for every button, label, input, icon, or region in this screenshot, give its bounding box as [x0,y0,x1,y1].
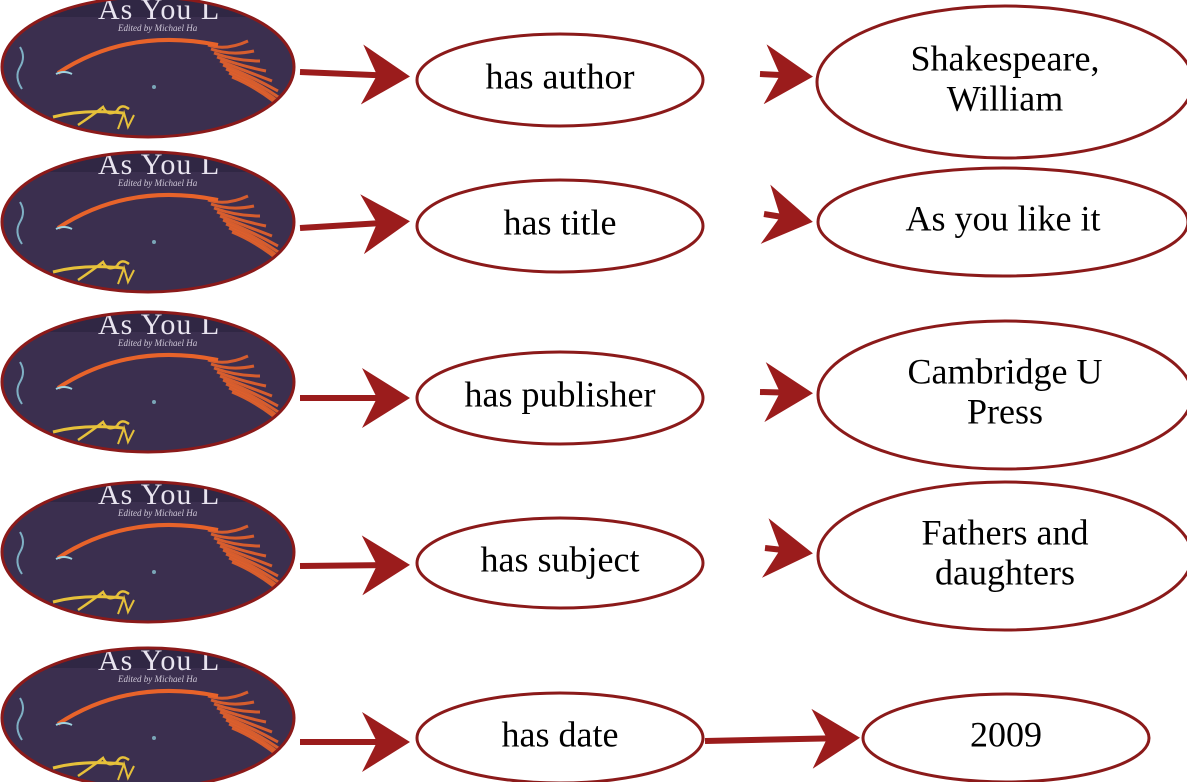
predicate-to-object-arrow [760,184,813,244]
predicate-to-object-arrow [761,518,813,578]
cover-subtitle-text: Edited by Michael Ha [117,23,198,33]
cover-subtitle-text: Edited by Michael Ha [117,178,198,188]
predicate-node: has title [415,178,705,274]
predicate-node: has author [415,32,705,128]
predicate-label: has title [504,202,617,242]
cover-subtitle-text: Edited by Michael Ha [117,674,198,684]
cover-subtitle-text: Edited by Michael Ha [117,338,198,348]
predicate-to-object-arrow [759,362,813,423]
object-node: 2009 [861,692,1151,782]
predicate-label: has author [486,56,635,96]
subject-to-predicate-arrow [299,535,410,596]
cover-title-text: As You L [98,0,220,26]
predicate-to-object-arrow [704,708,860,769]
object-node: As you like it [816,166,1187,278]
predicate-label: has date [502,714,619,754]
object-node: Shakespeare,William [815,4,1187,160]
subject-to-predicate-arrow [299,44,410,105]
object-label: Press [967,391,1043,431]
predicate-to-object-arrow [759,44,813,105]
subject-to-predicate-arrow [299,194,410,255]
object-label: William [947,78,1064,118]
predicate-node: has subject [415,516,705,610]
object-label: Shakespeare, [911,38,1100,78]
object-label: Cambridge U [908,351,1103,391]
object-label: Fathers and [922,512,1089,552]
predicate-node: has publisher [415,350,705,446]
predicate-label: has subject [481,539,640,579]
object-label: 2009 [970,714,1042,754]
object-label: daughters [935,552,1075,592]
object-label: As you like it [906,198,1101,238]
predicate-label: has publisher [465,374,656,414]
predicate-node: has date [415,691,705,782]
cover-subtitle-text: Edited by Michael Ha [117,508,198,518]
